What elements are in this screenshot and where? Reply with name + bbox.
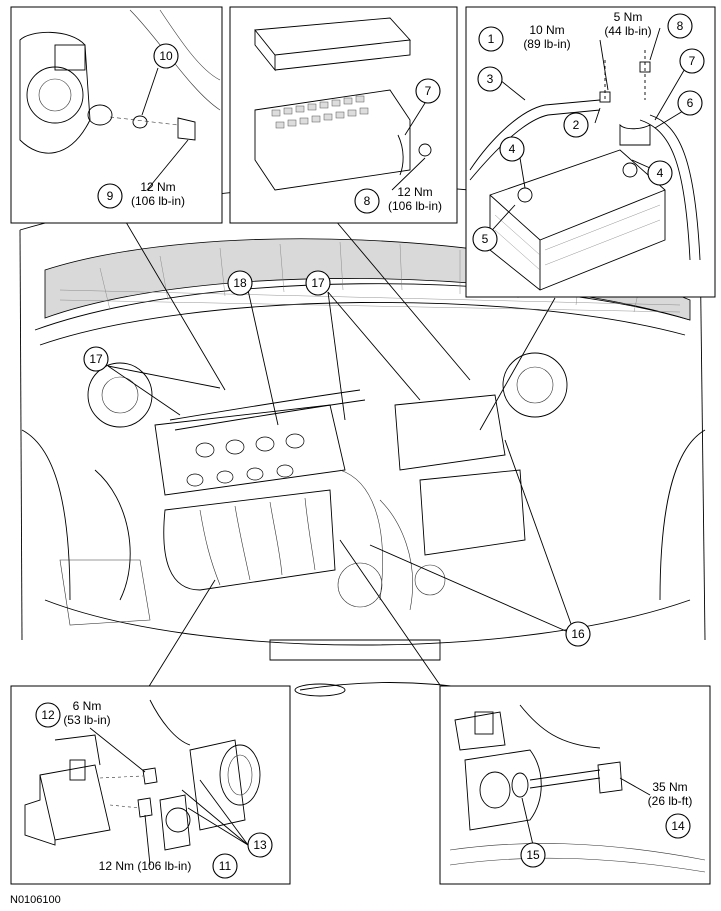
callout-12-number: 12	[41, 708, 55, 722]
inset-fuse-box	[229, 6, 458, 224]
callout-14: 14	[665, 813, 691, 839]
torque-5-lbin: (44 lb-in)	[604, 24, 651, 38]
callout-7a-number: 7	[689, 54, 696, 68]
inset-engine-mount-bolt	[439, 685, 711, 885]
callout-9: 9	[97, 183, 123, 209]
callout-11-number: 11	[219, 859, 232, 873]
torque-8-lbin: (106 lb-in)	[388, 199, 442, 213]
callout-6-number: 6	[687, 96, 694, 110]
callout-6: 6	[677, 90, 703, 116]
callout-16-number: 16	[571, 627, 585, 641]
torque-12-lbin: (53 lb-in)	[63, 713, 110, 727]
torque-14-nm: 35 Nm	[652, 780, 687, 794]
callout-8a: 8	[667, 13, 693, 39]
callout-2-number: 2	[573, 118, 580, 132]
torque-9-lbin: (106 lb-in)	[131, 194, 185, 208]
callout-3: 3	[477, 66, 503, 92]
callout-18-number: 18	[233, 276, 247, 290]
torque-11: 12 Nm (106 lb-in)	[99, 859, 192, 873]
callout-8a-number: 8	[677, 19, 684, 33]
callout-10: 10	[153, 43, 179, 69]
callout-7b: 7	[415, 78, 441, 104]
callout-12: 12	[35, 702, 61, 728]
callout-15-number: 15	[526, 848, 540, 862]
callout-16: 16	[565, 621, 591, 647]
callout-1: 1	[478, 26, 504, 52]
callout-9-number: 9	[107, 189, 114, 203]
callout-2: 2	[563, 112, 589, 138]
callout-17a: 17	[305, 270, 331, 296]
callout-10-number: 10	[159, 49, 173, 63]
torque-1-nm: 10 Nm	[529, 23, 564, 37]
callout-14-number: 14	[671, 819, 685, 833]
torque-5-nm: 5 Nm	[614, 10, 643, 24]
callout-3-number: 3	[487, 72, 494, 86]
callout-labels: 1 2 3 4 4 5 6 7 7 8 8 9 10 11 12 13 14 1…	[35, 13, 705, 879]
callout-5: 5	[472, 226, 498, 252]
callout-17a-number: 17	[311, 276, 325, 290]
figure-id: N0106100	[10, 894, 61, 906]
torque-1-lbin: (89 lb-in)	[523, 37, 570, 51]
callout-13: 13	[247, 832, 273, 858]
torque-9-nm: 12 Nm	[140, 180, 175, 194]
torque-12-nm: 6 Nm	[73, 699, 102, 713]
callout-18: 18	[227, 270, 253, 296]
callout-8b-number: 8	[364, 194, 371, 208]
callout-11: 11	[212, 853, 238, 879]
callout-13-number: 13	[253, 838, 267, 852]
callout-4b-number: 4	[657, 166, 664, 180]
torque-specs: 10 Nm (89 lb-in) 5 Nm (44 lb-in) 12 Nm (…	[63, 10, 692, 873]
inset-throttle-body	[10, 685, 291, 885]
callout-7a: 7	[679, 48, 705, 74]
callout-4b: 4	[647, 160, 673, 186]
torque-14-lbft: (26 lb-ft)	[648, 794, 693, 808]
callout-4a: 4	[499, 136, 525, 162]
callout-17b-number: 17	[89, 352, 103, 366]
callout-17b: 17	[83, 346, 109, 372]
callout-4a-number: 4	[509, 142, 516, 156]
callout-8b: 8	[354, 188, 380, 214]
torque-8-nm: 12 Nm	[397, 185, 432, 199]
callout-15: 15	[520, 842, 546, 868]
callout-7b-number: 7	[425, 84, 432, 98]
callout-5-number: 5	[482, 232, 489, 246]
callout-1-number: 1	[488, 32, 495, 46]
